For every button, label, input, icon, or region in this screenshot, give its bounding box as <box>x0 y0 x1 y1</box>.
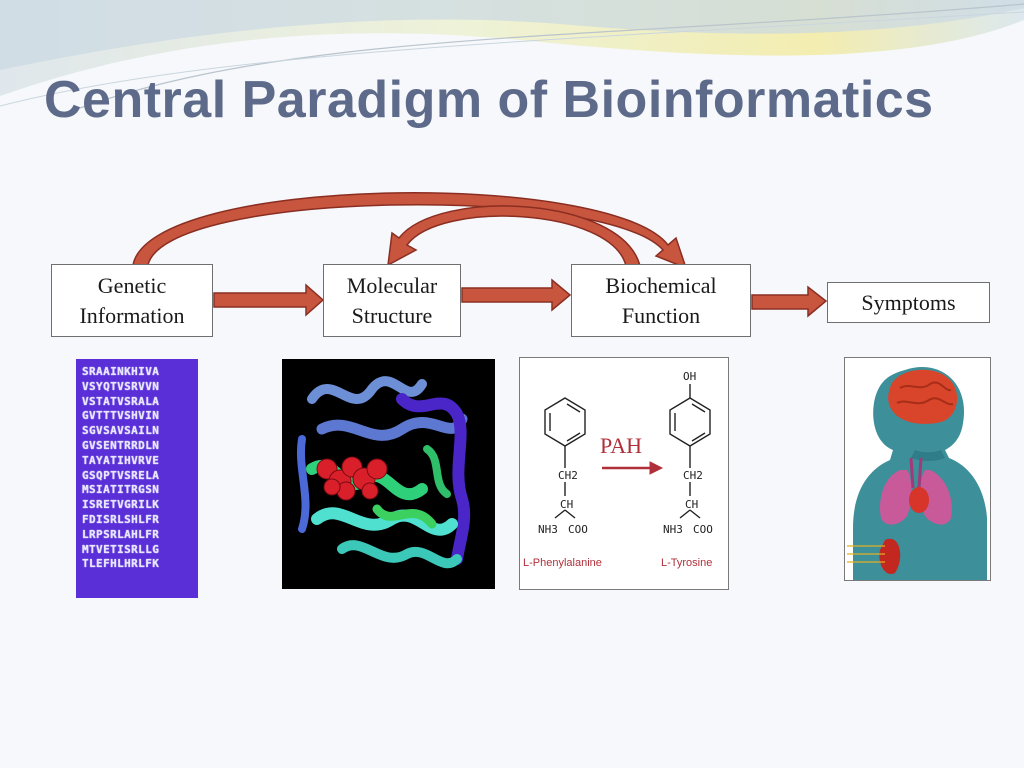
phenylalanine-label: L-Phenylalanine <box>523 557 602 569</box>
brain-shape <box>888 369 958 424</box>
arc-biochemical-to-molecular <box>387 205 641 267</box>
molecular-structure-box: Molecular Structure <box>323 264 461 337</box>
genetic-line-2: Information <box>79 302 185 328</box>
right-ch: CH <box>685 498 698 511</box>
arc-genetic-to-biochemical <box>132 192 688 270</box>
enzyme-label: PAH <box>600 433 642 458</box>
protein-structure-image <box>282 359 495 589</box>
seq-line: ISRETVGRILK <box>82 498 160 512</box>
biochemical-line-2: Function <box>621 302 701 328</box>
right-nh3: NH3 <box>663 523 683 536</box>
reaction-diagram: CH2 CH NH3 COO OH CH2 CH NH3 COO PAH L-P… <box>523 370 713 569</box>
biochemical-function-box: Biochemical Function <box>571 264 751 337</box>
arrow-biochemical-to-symptoms <box>751 285 828 318</box>
arrow-molecular-to-biochemical <box>461 278 572 312</box>
protein-ribbon-icon <box>282 359 495 589</box>
molecular-line-2: Structure <box>351 302 433 328</box>
arrow-genetic-to-molecular <box>213 283 325 317</box>
left-ch: CH <box>560 498 573 511</box>
sequence-panel: SRAAINKHIVA VSYQTVSRVVN VSTATVSRALA GVTT… <box>76 359 198 598</box>
seq-line: GSQPTVSRELA <box>82 468 160 482</box>
lungs-shape <box>879 470 912 525</box>
genetic-information-box: Genetic Information <box>51 264 213 337</box>
biochemical-line-1: Biochemical <box>605 272 717 298</box>
right-coo: COO <box>693 523 713 536</box>
background-swoosh <box>0 0 1024 109</box>
seq-line: SRAAINKHIVA <box>82 365 160 378</box>
tyrosine-label: L-Tyrosine <box>661 557 712 569</box>
phenylalanine-reaction-panel: CH2 CH NH3 COO OH CH2 CH NH3 COO PAH L-P… <box>519 357 729 590</box>
seq-line: MSIATITRGSN <box>82 483 160 497</box>
child-anatomy-image <box>844 357 991 581</box>
seq-line: FDISRLSHLFR <box>82 512 160 526</box>
molecular-line-1: Molecular <box>346 272 438 298</box>
symptoms-box: Symptoms <box>827 282 990 323</box>
phenylalanine-structure <box>544 397 586 519</box>
right-oh: OH <box>683 370 696 383</box>
tyrosine-structure <box>669 384 711 519</box>
seq-line: MTVETISRLLG <box>82 542 160 556</box>
page-title: Central Paradigm of Bioinformatics <box>44 71 934 129</box>
seq-line: SGVSAVSAILN <box>82 424 160 438</box>
child-anatomy-icon <box>845 358 990 580</box>
left-ch2: CH2 <box>558 469 578 482</box>
seq-line: GVSENTRRDLN <box>82 438 160 452</box>
left-nh3: NH3 <box>538 523 558 536</box>
seq-line: VSYQTVSRVVN <box>82 379 160 393</box>
seq-line: TAYATIHVRVE <box>82 453 160 467</box>
reaction-arrow <box>602 461 664 475</box>
right-ch2: CH2 <box>683 469 703 482</box>
seq-line: VSTATVSRALA <box>82 394 160 408</box>
seq-line: LRPSRLAHLFR <box>82 527 160 541</box>
genetic-line-1: Genetic <box>97 272 167 298</box>
seq-line: GVTTTVSHVIN <box>82 409 160 423</box>
seq-line: TLEFHLHRLFK <box>82 557 160 571</box>
left-coo: COO <box>568 523 588 536</box>
symptoms-label: Symptoms <box>861 289 956 315</box>
organ-shape <box>879 538 901 574</box>
